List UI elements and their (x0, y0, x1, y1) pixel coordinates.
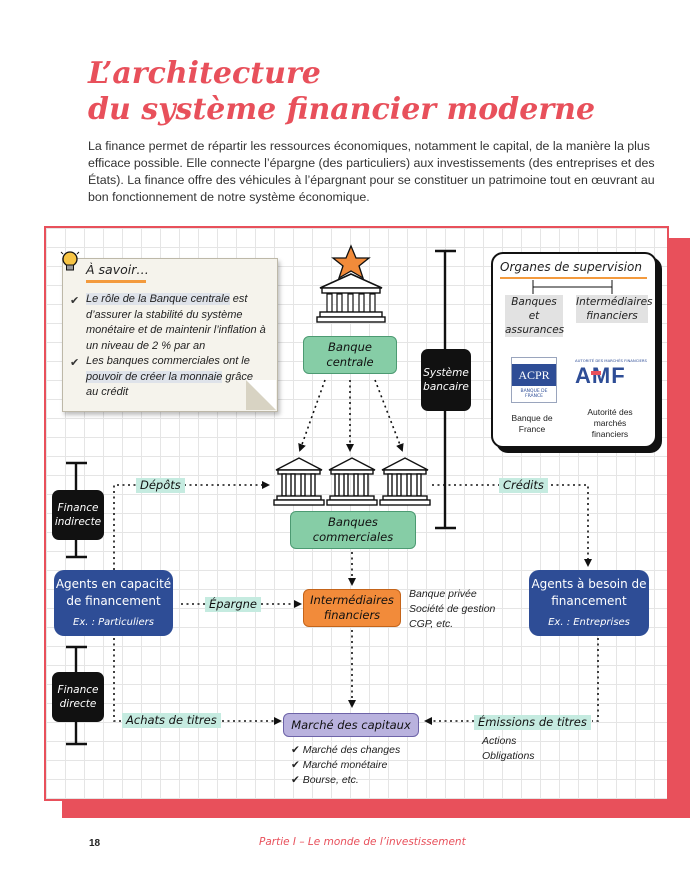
title-line-1: L’architecture (88, 56, 321, 91)
emissions-list: Actions Obligations (482, 734, 535, 764)
note-item-2-highlight: pouvoir de créer la monnaie (86, 370, 223, 383)
surplus-agents-title: Agents en capacité de financement (55, 577, 172, 608)
note-item-2: Les banques commerciales ont le pouvoir … (86, 355, 253, 398)
central-bank-box: Banque centrale (303, 336, 397, 374)
acpr-logo-text: ACPR (512, 364, 556, 386)
intermediaries-item: Société de gestion (409, 603, 496, 615)
supervision-col1-caption: Banque de France (511, 413, 553, 434)
amf-logo-subtext: AUTORITÉ DES MARCHÉS FINANCIERS (575, 358, 647, 363)
note-title-underline (86, 280, 146, 283)
capital-market-item: ✔ Bourse, etc. (291, 774, 359, 786)
amf-logo: AUTORITÉ DES MARCHÉS FINANCIERS AMF (575, 358, 647, 400)
check-icon: ✔ (70, 356, 80, 369)
surplus-agents-box: Agents en capacité de financement Ex. : … (54, 570, 173, 636)
direct-finance-label: Finance directe (52, 672, 104, 722)
supervision-col1-label: Banques et assurances (505, 295, 565, 337)
surplus-agents-example: Ex. : Particuliers (73, 617, 154, 628)
indirect-finance-label: Finance indirecte (52, 490, 104, 540)
page-title: L’architecture du système financier mode… (88, 56, 595, 128)
title-line-2: du système financier moderne (88, 92, 596, 127)
line-depots-left (113, 484, 136, 570)
note-fold-corner (246, 380, 276, 410)
check-icon: ✔ (291, 759, 303, 771)
flow-achats-label: Achats de titres (122, 713, 221, 728)
arrow-credits (551, 484, 592, 567)
capital-market-item: ✔ Marché des changes (291, 744, 401, 756)
note-card (62, 258, 278, 412)
amf-logo-accent (591, 371, 601, 375)
intermediaries-item: Banque privée (409, 588, 477, 600)
capital-market-box: Marché des capitaux (283, 713, 419, 737)
acpr-logo-subtext: BANQUE DE FRANCE (520, 389, 548, 399)
line-achats-left (113, 638, 122, 722)
note-item-1-highlight: Le rôle de la Banque centrale (86, 293, 230, 305)
capital-market-item: ✔ Marché monétaire (291, 759, 388, 771)
flow-epargne-label: Épargne (205, 597, 262, 612)
flow-emissions-label: Émissions de titres (474, 715, 591, 730)
central-bank-icon (316, 244, 386, 330)
arrow-bc-to-bank-right (374, 379, 404, 452)
intermediaries-item: CGP, etc. (409, 618, 454, 630)
footer-section-title: Partie I – Le monde de l’investissement (259, 836, 466, 848)
intermediaries-list: Banque privée Société de gestion CGP, et… (409, 587, 495, 632)
emissions-item: Actions (482, 735, 517, 747)
acpr-logo: ACPR BANQUE DE FRANCE (511, 357, 557, 403)
page-number: 18 (89, 838, 101, 849)
commercial-banks-icon (272, 452, 432, 516)
flow-depots-label: Dépôts (136, 478, 185, 493)
supervision-col2-caption: Autorité des marchés financiers (587, 407, 633, 439)
arrow-bc-to-bank-left (298, 379, 326, 452)
flow-credits-label: Crédits (499, 478, 548, 493)
lightbulb-icon (60, 250, 80, 279)
check-icon: ✔ (70, 294, 80, 307)
intermediaries-box: Intermédiaires financiers (303, 589, 401, 627)
amf-logo-text: AMF (575, 363, 626, 388)
capital-market-list: ✔ Marché des changes ✔ Marché monétaire … (291, 743, 400, 788)
line-emissions-right (592, 638, 599, 722)
supervision-col2-label: Intermédiaires financiers (576, 295, 653, 323)
deficit-agents-box: Agents à besoin de financement Ex. : Ent… (529, 570, 649, 636)
banking-system-label: Système bancaire (421, 349, 471, 411)
supervision-title-underline (500, 277, 647, 279)
deficit-agents-example: Ex. : Entreprises (548, 617, 630, 628)
emissions-item: Obligations (482, 750, 535, 762)
commercial-banks-box: Banques commerciales (290, 511, 416, 549)
supervision-card (491, 252, 657, 448)
check-icon: ✔ (291, 774, 303, 786)
deficit-agents-title: Agents à besoin de financement (531, 577, 647, 608)
intro-paragraph: La finance permet de répartir les ressou… (88, 139, 655, 204)
check-icon: ✔ (291, 744, 303, 756)
supervision-title: Organes de supervision (500, 260, 642, 274)
note-item-1: Le rôle de la Banque centrale est d’assu… (86, 293, 266, 352)
note-title: À savoir… (86, 262, 149, 277)
